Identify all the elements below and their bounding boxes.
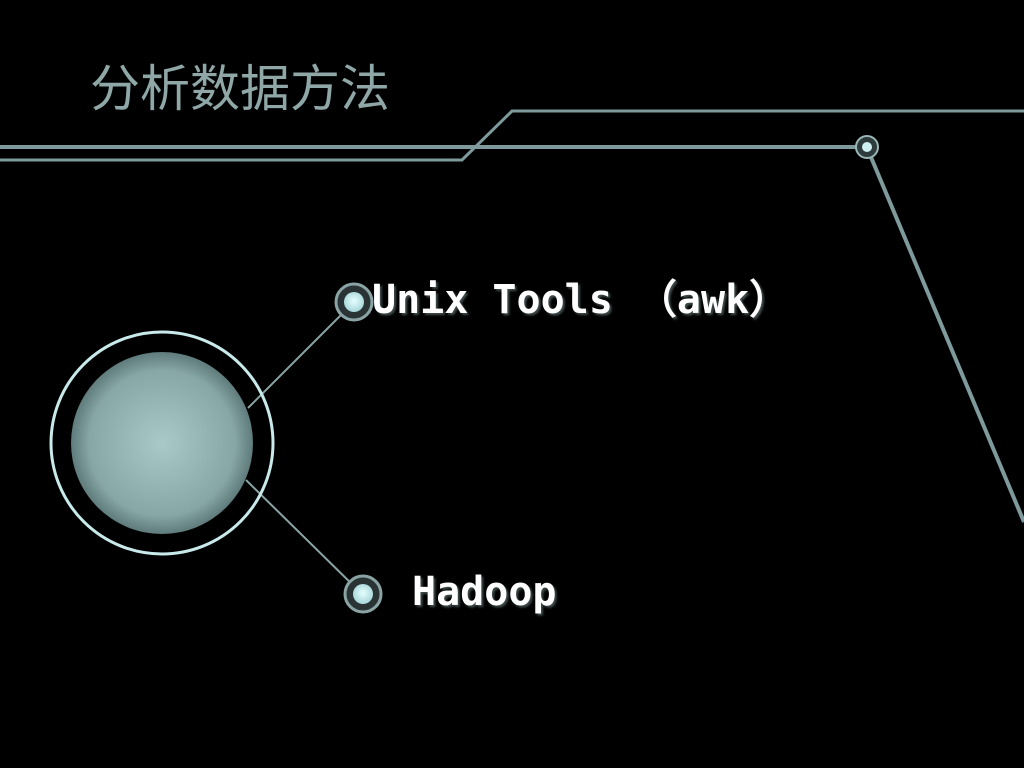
rail-line-lower [0, 109, 1024, 162]
bullet-node-2 [353, 584, 373, 604]
bullet-item-hadoop: Hadoop [412, 569, 557, 615]
bullet-item-unix-tools: Unix Tools （awk） [372, 277, 790, 323]
rail-node-core [862, 142, 872, 152]
rail-line-diagonal [866, 149, 1024, 523]
slide-title: 分析数据方法 [90, 60, 390, 118]
connector-line-2 [245, 479, 363, 595]
bullet-node-1 [344, 292, 364, 312]
hub-outer-ring [49, 330, 275, 556]
hub-circle [71, 352, 253, 534]
connector-line-1 [247, 303, 353, 409]
